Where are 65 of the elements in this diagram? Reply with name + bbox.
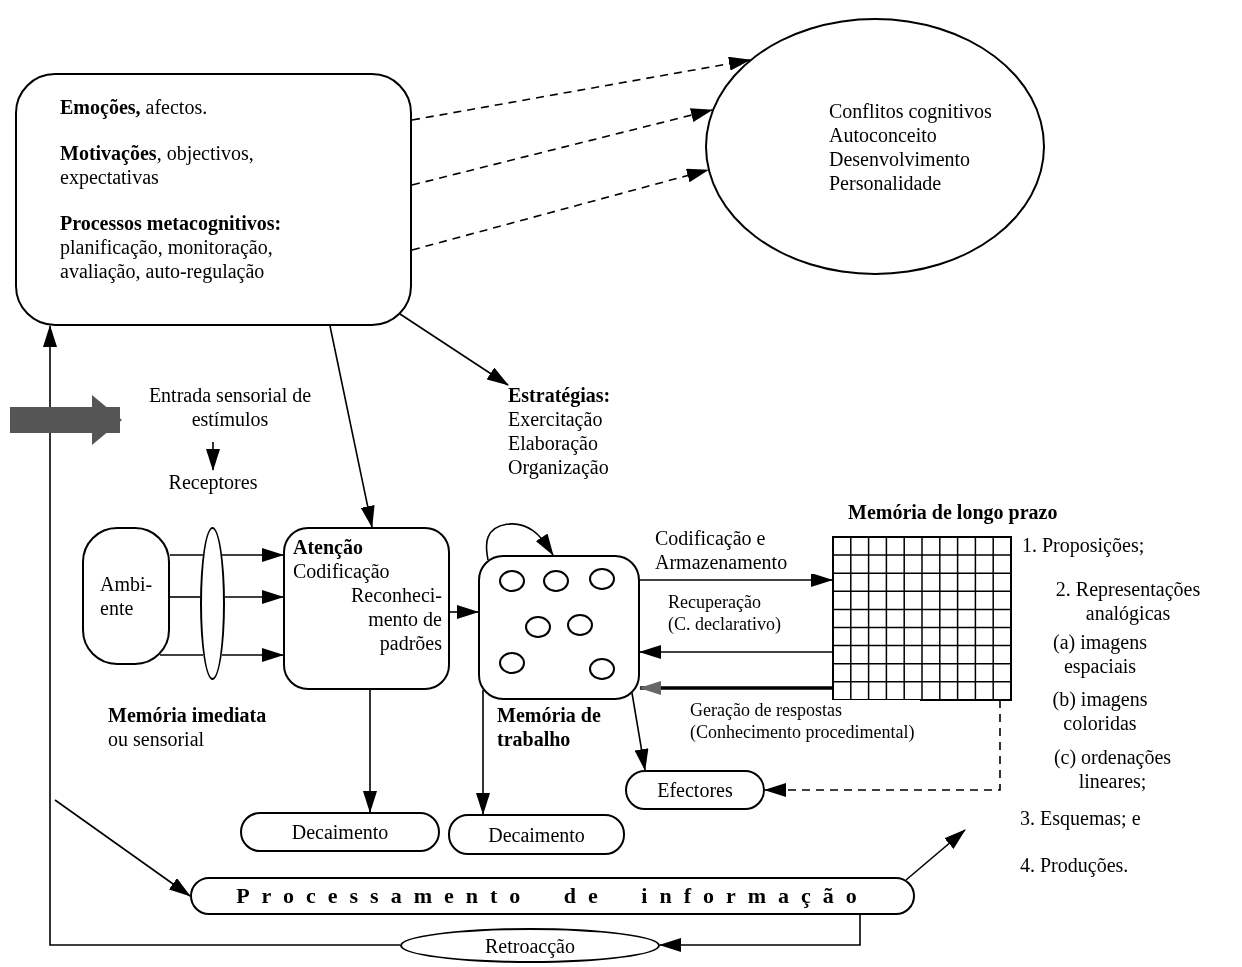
rounded-box [283,527,450,690]
arrow [639,681,832,695]
pill-shape [448,814,625,855]
pill-shape [190,877,915,915]
node-text: Elaboração [508,431,599,455]
node-text: Ambi- ente [100,572,154,620]
node-text: Conflitos cognitivos [829,98,993,123]
arrow [43,325,401,946]
list-item: (c) ordenações lineares; [1052,745,1173,793]
node-text: Processamento de informação [235,882,870,910]
pill-shape [240,812,440,852]
node-text: Receptores [167,470,259,494]
list-item: (a) imagens espaciais [1052,630,1148,678]
arrow [221,548,284,562]
caption-label: Memória imediata ou sensorial [108,703,268,751]
arrow [363,689,377,813]
list-item: 2. Representações analógicas [1054,577,1202,625]
arrow [485,523,554,561]
node-text: Exercitação [508,407,604,431]
dashed-arrow [411,168,709,251]
list-item: 3. Esquemas; e [1020,806,1142,830]
node-text: Processos metacognitivos: planificação, monitoração, avaliação, auto-regulação [60,211,283,283]
node-text: Emoções, afectos. [60,95,209,119]
arrow [905,829,966,881]
node-heading: Atenção [293,535,364,559]
arrow [639,645,833,659]
working-memory-box [478,555,640,700]
node-text: Decaimento [487,822,586,847]
arrow [329,325,375,528]
arrow [399,313,509,386]
node-text: Retroacção [484,933,576,958]
arrow [224,590,284,604]
edge-label: Geração de respostas (Conhecimento procedimental) [690,700,920,744]
node-text: Efectores [656,778,734,802]
node-text: Desenvolvimento [829,146,972,171]
list-item: (b) imagens coloridas [1051,687,1149,735]
arrow [631,692,649,771]
block-arrow [10,395,122,445]
dashed-arrow [411,108,713,186]
arrow [659,914,861,952]
edge-label: Recuperação (C. declarativo) [668,592,784,636]
node-text: Codificação [293,559,391,583]
dashed-arrow [764,699,1001,797]
arrow [206,441,220,471]
arrow [639,573,833,587]
node-caption: Memória de trabalho [497,703,602,751]
rounded-box [15,73,412,326]
arrow [476,689,490,815]
rounded-box [82,527,170,665]
node-text: Reconheci- mento de padrões [349,583,442,655]
node-text: Motivações, objectivos, expectativas [60,141,255,189]
node-text: Autoconceito [829,123,938,147]
list-item: 4. Produções. [1020,853,1130,877]
node-text: Personalidade [829,170,943,195]
node-heading: Memória de longo prazo [848,500,1059,524]
list-item: 1. Proposições; [1022,533,1146,557]
node-heading: Estratégias: [508,383,612,407]
dashed-arrow [411,56,751,121]
pill-shape [625,770,765,810]
node-text: Decaimento [290,820,390,844]
node-text: Entrada sensorial de estímulos [147,383,313,431]
arrow [449,605,479,619]
arrow [221,648,284,662]
arrow [54,799,191,897]
node-text: Organização [508,455,610,479]
